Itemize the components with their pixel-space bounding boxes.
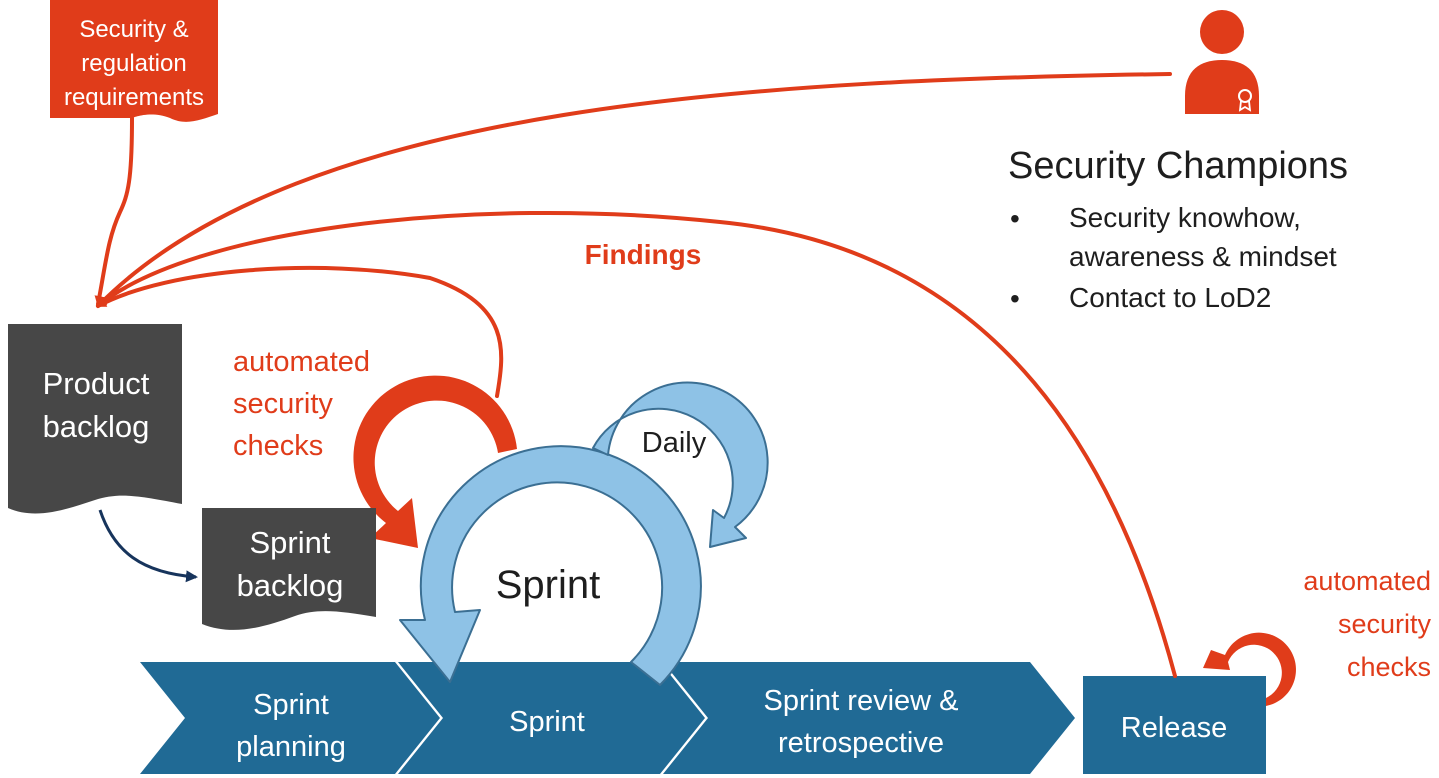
automated-checks-right-line-1: automated — [1303, 566, 1431, 596]
step-sprint-review-line-2: retrospective — [778, 727, 944, 759]
sprint-backlog-line-1: Sprint — [250, 525, 331, 560]
automated-checks-right-line-3: checks — [1347, 652, 1431, 682]
daily-cycle-arrow — [592, 381, 769, 548]
findings-label: Findings — [585, 239, 702, 270]
sprint-cycle — [399, 445, 702, 686]
sprint-backlog — [202, 508, 376, 630]
sprint-cycle-label: Sprint — [496, 563, 601, 607]
champions-bullet-2-line-1: Contact to LoD2 — [1069, 282, 1271, 313]
sprint-backlog-shape — [202, 508, 376, 630]
champions-bullet-1-line-2: awareness & mindset — [1069, 241, 1337, 272]
automated-checks-left-line-3: checks — [233, 430, 323, 462]
left-check-to-backlog-line — [96, 265, 504, 398]
requirements-tag — [50, 0, 218, 122]
chevron-sprint — [398, 662, 705, 774]
badge-icon — [1238, 89, 1252, 103]
product-backlog — [8, 324, 182, 514]
step-sprint-planning-line-2: planning — [236, 731, 346, 763]
right-automated-check-cycle — [1203, 632, 1296, 706]
champions-bullet-1-marker: • — [1010, 203, 1020, 234]
champions-to-backlog-line — [96, 72, 1172, 308]
sprint-backlog-line-2: backlog — [237, 568, 344, 603]
requirements-to-backlog-line — [94, 116, 134, 306]
daily-label: Daily — [642, 427, 707, 459]
process-bar — [140, 662, 1266, 774]
security-champion-person-icon — [1185, 10, 1259, 114]
product-backlog-line-2: backlog — [43, 409, 150, 444]
release-label: Release — [1121, 712, 1227, 744]
release-findings-line — [96, 210, 1177, 678]
daily-cycle — [592, 381, 769, 548]
product-backlog-line-1: Product — [43, 366, 150, 401]
step-sprint-review-line-1: Sprint review & — [763, 685, 958, 717]
person-head — [1200, 10, 1244, 54]
automated-checks-left-line-1: automated — [233, 346, 370, 378]
step-sprint-line-1: Sprint — [509, 706, 585, 738]
requirements-line-3: requirements — [64, 84, 204, 111]
backlog-transfer-arrow — [98, 509, 198, 583]
requirements-tag-shape — [50, 0, 218, 122]
requirements-line-2: regulation — [81, 50, 186, 77]
chevron-sprint-review — [663, 662, 1075, 774]
labels: Security & regulation requirements Secur… — [43, 16, 1432, 763]
automated-checks-left-line-2: security — [233, 388, 333, 420]
feedback-lines — [94, 72, 1177, 678]
chevron-sprint-planning — [140, 662, 440, 774]
automated-checks-right-line-2: security — [1338, 609, 1432, 639]
badge-ribbon — [1238, 100, 1252, 112]
champions-bullet-1-line-1: Security knowhow, — [1069, 202, 1301, 233]
step-sprint-planning-line-1: Sprint — [253, 689, 329, 721]
release-box — [1083, 676, 1266, 774]
champions-title: Security Champions — [1008, 145, 1348, 187]
person-body — [1185, 60, 1259, 114]
sprint-cycle-arrow — [399, 445, 702, 686]
champions-bullet-2-marker: • — [1010, 283, 1020, 314]
requirements-line-1: Security & — [79, 16, 188, 43]
product-backlog-shape — [8, 324, 182, 514]
right-check-arrow — [1203, 632, 1296, 706]
